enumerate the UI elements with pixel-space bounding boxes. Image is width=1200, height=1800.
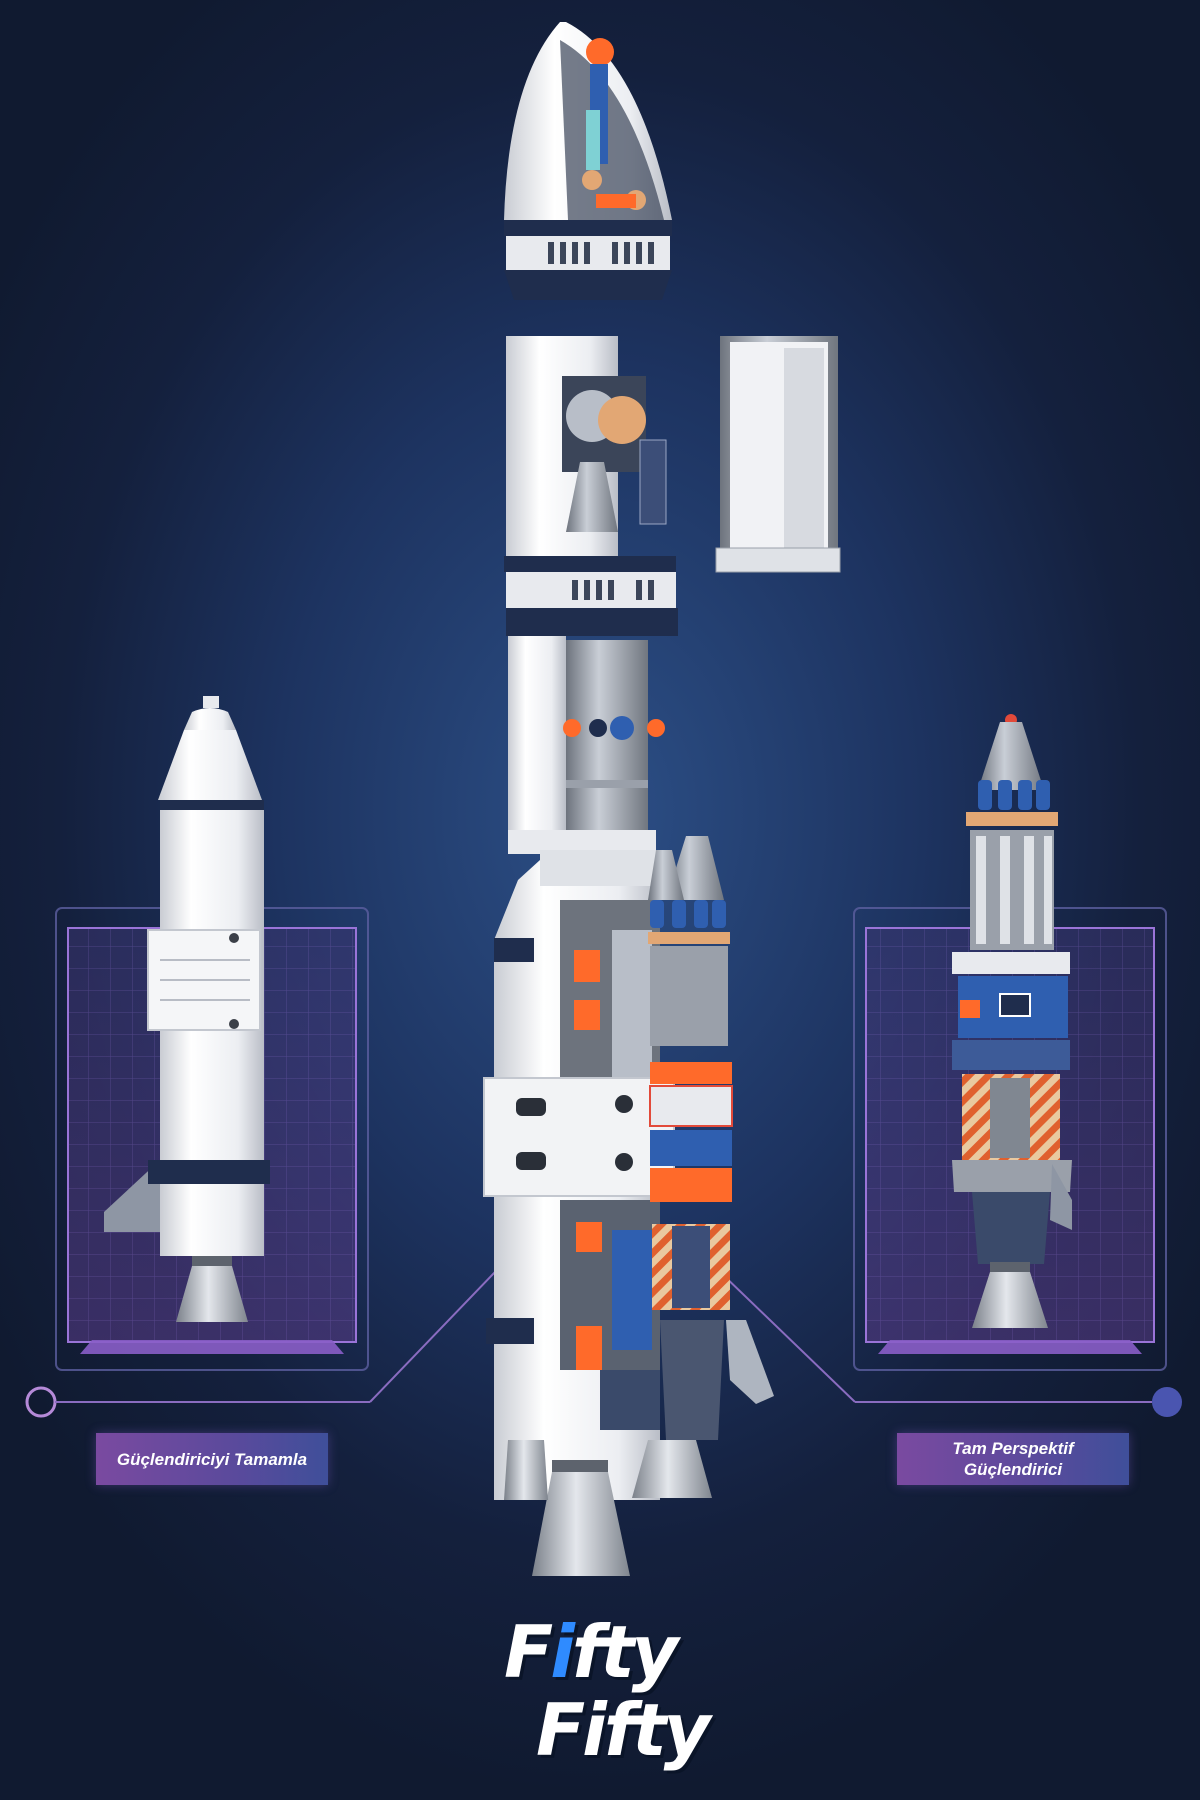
perspective-booster-label: Tam Perspektif Güçlendirici [897,1433,1129,1485]
brand-logo-accent-letter: i [550,1610,575,1694]
rocket-payload-section [504,336,678,636]
cutaway-booster-model [952,714,1072,1328]
fairing-half [715,336,841,573]
complete-booster-label-text: Güçlendiriciyi Tamamla [116,1449,308,1469]
brand-logo-line1-post: fty [571,1610,679,1694]
perspective-booster-label-line2: Güçlendirici [963,1460,1063,1479]
perspective-booster-label-line1: Tam Perspektif [952,1439,1074,1458]
brand-logo-line1: Fifty [504,1610,679,1694]
brand-logo: Fifty Fifty [480,1610,740,1790]
attached-side-booster [632,836,774,1498]
exploded-rocket-model [483,22,841,1576]
brand-logo-line2: Fifty [536,1688,711,1772]
rocket-nose-cone [504,22,672,300]
connector-right [717,1269,1182,1417]
complete-booster-label: Güçlendiriciyi Tamamla [96,1433,328,1485]
rocket-mid-stage [508,636,665,854]
complete-booster-model [104,696,270,1322]
brand-logo-line1-pre: F [504,1610,553,1694]
rocket-lower-core [483,850,675,1576]
